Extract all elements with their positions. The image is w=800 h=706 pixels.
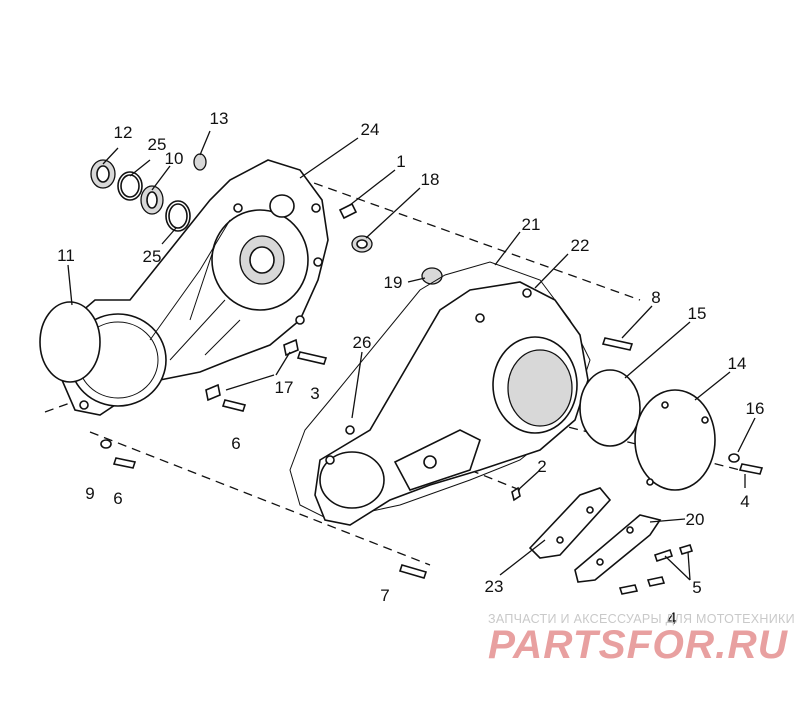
callout-7: 7	[380, 586, 389, 605]
dowel-seal-bushing	[338, 202, 443, 285]
bearing-seal-stack	[90, 153, 207, 232]
callout-14: 14	[728, 354, 747, 373]
callout-2: 2	[537, 457, 546, 476]
callout-9: 9	[85, 484, 94, 503]
callout-18: 18	[421, 170, 440, 189]
callout-19: 19	[384, 273, 403, 292]
callout-15: 15	[688, 304, 707, 323]
callout-8: 8	[651, 288, 660, 307]
callout-16: 16	[746, 399, 765, 418]
callout-22: 22	[571, 236, 590, 255]
callout-26: 26	[353, 333, 372, 352]
derby-cover-group	[579, 369, 740, 491]
gasket-11	[39, 301, 101, 383]
callout-6-a: 6	[231, 434, 240, 453]
callout-25-a: 25	[148, 135, 167, 154]
callout-4-a: 4	[740, 492, 749, 511]
watermark-tagline: ЗАПЧАСТИ И АКСЕССУАРЫ ДЛЯ МОТОТЕХНИКИ	[488, 612, 795, 626]
callout-5: 5	[692, 578, 701, 597]
callout-4-b: 4	[667, 609, 676, 628]
callout-17: 17	[275, 378, 294, 397]
inner-primary-housing	[59, 159, 329, 416]
callout-20: 20	[686, 510, 705, 529]
callout-11: 11	[57, 246, 75, 265]
callout-23: 23	[485, 577, 504, 596]
callout-10: 10	[165, 149, 184, 168]
callout-21: 21	[522, 215, 541, 234]
watermark: ЗАПЧАСТИ И АКСЕССУАРЫ ДЛЯ МОТОТЕХНИКИ PA…	[488, 612, 795, 667]
callout-3: 3	[310, 384, 319, 403]
callout-labels: 1 2 3 4 4 5 6 6 7 8 9 10 11 12 13 14 15 …	[57, 109, 764, 628]
outer-primary-cover	[314, 281, 589, 526]
callout-24: 24	[361, 120, 380, 139]
leader-lines	[67, 130, 756, 581]
callout-13: 13	[210, 109, 229, 128]
callout-25-b: 25	[143, 247, 162, 266]
callout-12: 12	[114, 123, 133, 142]
watermark-logo: PARTSFOR.RU	[488, 623, 788, 667]
inspection-cover-group	[528, 487, 662, 583]
callout-1: 1	[396, 152, 405, 171]
callout-6-b: 6	[113, 489, 122, 508]
fasteners	[100, 337, 764, 595]
